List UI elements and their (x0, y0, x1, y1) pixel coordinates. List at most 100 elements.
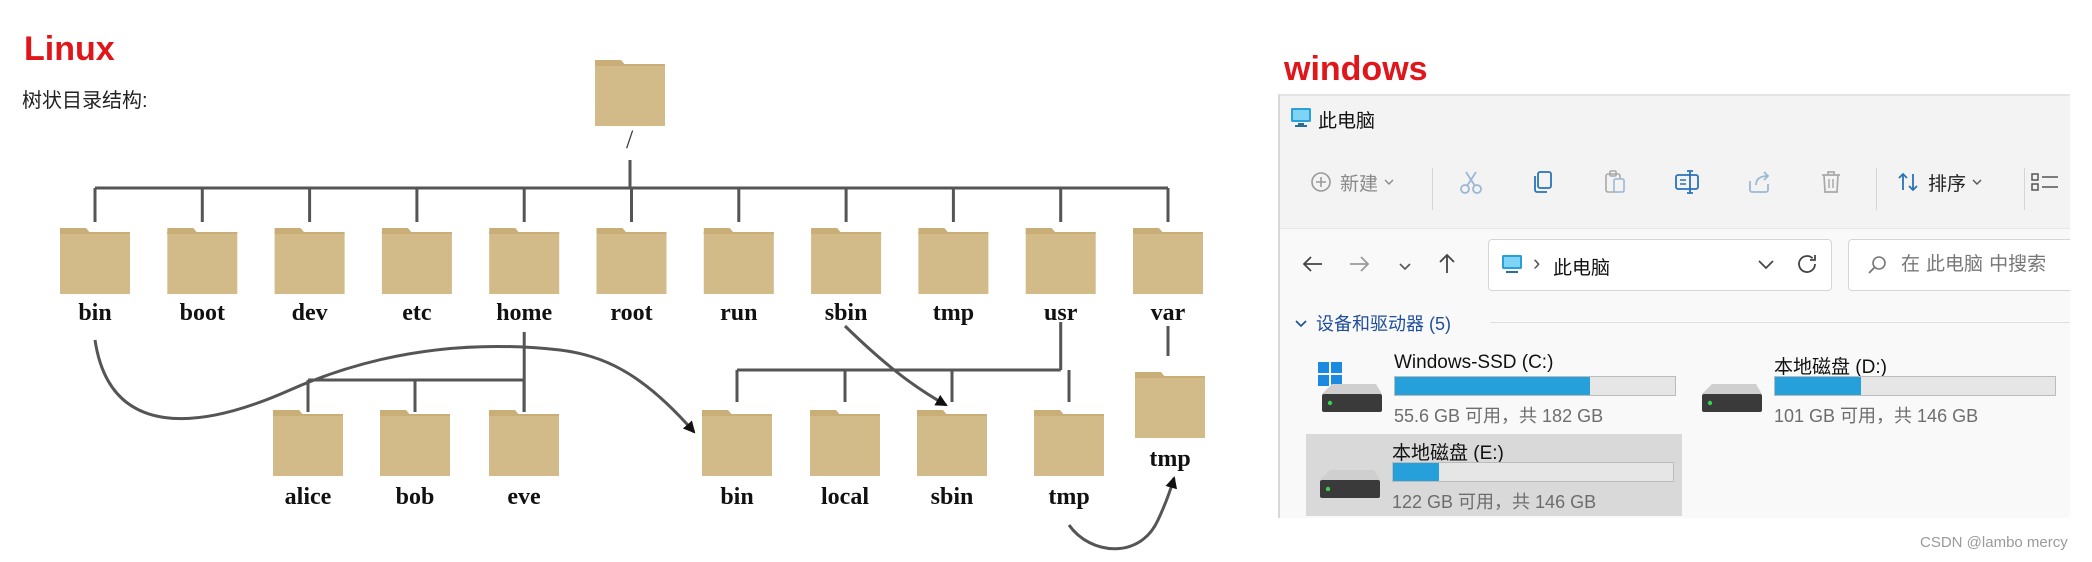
folder-bin (60, 228, 130, 294)
label-tmp: tmp (932, 300, 975, 326)
hard-drive-icon (1696, 358, 1766, 427)
label-run: run (720, 300, 758, 326)
folder-boot (167, 228, 238, 294)
toolbar-separator (1876, 168, 1877, 210)
this-pc-icon (1501, 253, 1523, 280)
chevron-down-icon (1384, 177, 1394, 187)
drive-usage-fill (1775, 377, 1862, 395)
sbin-to-usr-sbin-arrow (843, 324, 948, 407)
group-divider (1490, 322, 2070, 323)
drive-tile[interactable]: 本地磁盘 (D:)101 GB 可用，共 146 GB (1688, 348, 2064, 430)
view-button[interactable] (2030, 164, 2060, 200)
label-root: root (610, 300, 653, 326)
cut-button[interactable] (1458, 164, 1484, 200)
view-list-icon (2030, 170, 2060, 194)
devices-group-header[interactable]: 设备和驱动器 (5) (1294, 310, 1451, 336)
label-var-tmp: tmp (1149, 446, 1191, 472)
hard-drive-icon (1316, 358, 1386, 427)
drive-usage-bar (1394, 376, 1676, 396)
delete-button[interactable] (1818, 164, 1844, 200)
drive-tile[interactable]: Windows-SSD (C:)55.6 GB 可用，共 182 GB (1308, 348, 1684, 430)
label-home-bob: bob (395, 484, 435, 510)
recent-locations-chevron-icon[interactable] (1398, 259, 1412, 277)
sort-button[interactable]: 排序 (1896, 164, 1982, 200)
label-boot: boot (179, 300, 225, 326)
folder-var (1133, 228, 1203, 294)
folder-usr-sbin (917, 410, 987, 476)
drive-usage-bar (1774, 376, 2056, 396)
label-dev: dev (291, 300, 328, 326)
drive-name: Windows-SSD (C:) (1394, 352, 1554, 373)
rename-icon (1674, 169, 1702, 195)
copy-icon (1530, 169, 1556, 195)
watermark: CSDN @lambo mercy (1920, 534, 2068, 551)
plus-circle-icon (1310, 171, 1332, 193)
label-usr: usr (1044, 300, 1078, 326)
bin-to-usr-bin-arrow (93, 339, 696, 434)
file-explorer-window: 此电脑 新建 (1278, 94, 2070, 518)
drive-capacity-text: 101 GB 可用，共 146 GB (1774, 406, 1979, 426)
share-button[interactable] (1746, 164, 1772, 200)
label-home-alice: alice (284, 484, 332, 510)
drive-tile[interactable]: 本地磁盘 (E:) 122 GB 可用，共 146 GB (1306, 434, 1682, 516)
linux-directory-tree: / (60, 60, 1205, 551)
drive-usage-fill (1395, 377, 1590, 395)
folder-usr-bin (702, 410, 772, 476)
rename-button[interactable] (1674, 164, 1702, 200)
chevron-down-icon (1972, 177, 1982, 187)
up-arrow-icon[interactable] (1434, 251, 1460, 282)
title-bar: 此电脑 (1280, 96, 2070, 138)
new-button-label: 新建 (1340, 173, 1379, 195)
folder-home-bob (380, 410, 450, 476)
sort-icon (1896, 170, 1920, 194)
sort-button-label: 排序 (1928, 173, 1967, 195)
refresh-icon[interactable] (1795, 252, 1819, 281)
label-usr-local: local (821, 484, 869, 510)
linux-title: Linux (24, 30, 115, 68)
folder-var-tmp (1135, 372, 1205, 438)
label-sbin: sbin (824, 300, 868, 326)
folder-usr-tmp (1034, 410, 1104, 476)
forward-arrow-icon[interactable] (1346, 251, 1372, 282)
folder-usr-local (810, 410, 880, 476)
navigation-bar: › 此电脑 (1280, 229, 2070, 309)
drive-capacity-text: 122 GB 可用，共 146 GB (1392, 492, 1597, 512)
toolbar-separator (1432, 168, 1433, 210)
devices-group-label: 设备和驱动器 (5) (1316, 314, 1451, 334)
folder-etc (381, 228, 452, 294)
folder-run (703, 228, 774, 294)
label-etc: etc (402, 300, 432, 326)
folder-root (596, 228, 667, 294)
drive-usage-bar (1392, 462, 1674, 482)
breadcrumb-chevron-icon: › (1533, 250, 1541, 275)
folder-tmp (918, 228, 989, 294)
folder-dev (274, 228, 345, 294)
command-bar: 新建 (1280, 138, 2070, 229)
search-input[interactable] (1899, 252, 2070, 276)
paste-button[interactable] (1602, 164, 1628, 200)
folder-home-eve (489, 410, 559, 476)
back-arrow-icon[interactable] (1300, 251, 1326, 282)
folder-sbin (811, 228, 882, 294)
paste-icon (1602, 169, 1628, 195)
root-slash-label: / (626, 125, 634, 154)
this-pc-icon (1290, 106, 1312, 133)
cut-icon (1458, 169, 1484, 195)
folder-home-alice (273, 410, 343, 476)
new-button[interactable]: 新建 (1310, 164, 1394, 200)
label-usr-tmp: tmp (1048, 484, 1090, 510)
breadcrumb-this-pc[interactable]: 此电脑 (1553, 258, 1611, 279)
folder-usr (1025, 228, 1096, 294)
group-collapse-chevron-icon (1294, 313, 1308, 334)
search-icon (1867, 254, 1889, 281)
label-home-eve: eve (507, 484, 541, 510)
copy-button[interactable] (1530, 164, 1556, 200)
address-dropdown-chevron-icon[interactable] (1757, 258, 1775, 276)
address-bar[interactable]: › 此电脑 (1488, 239, 1832, 291)
toolbar-separator (2024, 168, 2025, 210)
drive-name: 本地磁盘 (E:) (1392, 443, 1504, 464)
search-box[interactable] (1848, 239, 2070, 291)
label-var: var (1150, 300, 1186, 326)
label-usr-sbin: sbin (930, 484, 974, 510)
root-directory-folder (595, 60, 665, 126)
